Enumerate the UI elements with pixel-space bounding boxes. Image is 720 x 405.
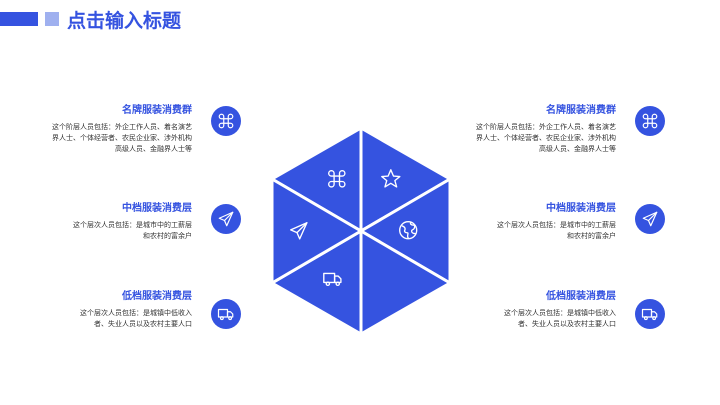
card-title[interactable]: 名牌服装消费群 bbox=[122, 105, 192, 116]
right-card-3: 低档服装消费层 这个层次人员包括：是城镇中低收入者、失业人员以及农村主要人口 bbox=[494, 287, 616, 330]
header-accent-square bbox=[45, 12, 59, 26]
card-description[interactable]: 这个层次人员包括：是城市中的工薪层和农村的富余户 bbox=[497, 221, 616, 240]
truck-icon bbox=[635, 299, 665, 329]
left-card-1: 名牌服装消费群 这个阶层人员包括：外企工作人员、着名演艺界人士、个体经营者、农民… bbox=[50, 101, 192, 155]
paper-plane-icon bbox=[290, 222, 308, 240]
right-card-1: 名牌服装消费群 这个阶层人员包括：外企工作人员、着名演艺界人士、个体经营者、农民… bbox=[474, 101, 616, 155]
truck-icon bbox=[323, 272, 342, 287]
card-title[interactable]: 名牌服装消费群 bbox=[546, 105, 616, 116]
hexagon-diagram bbox=[270, 128, 452, 334]
truck-icon bbox=[211, 299, 241, 329]
left-card-2: 中档服装消费层 这个层次人员包括：是城市中的工薪层和农村的富余户 bbox=[70, 199, 192, 242]
card-description[interactable]: 这个阶层人员包括：外企工作人员、着名演艺界人士、个体经营者、农民企业家、涉外机构… bbox=[476, 123, 616, 153]
paper-plane-icon bbox=[635, 204, 665, 234]
right-card-2: 中档服装消费层 这个层次人员包括：是城市中的工薪层和农村的富余户 bbox=[494, 199, 616, 242]
card-title[interactable]: 低档服装消费层 bbox=[122, 291, 192, 302]
page-title[interactable]: 点击输入标题 bbox=[67, 10, 182, 32]
command-icon bbox=[635, 106, 665, 136]
command-icon bbox=[328, 170, 346, 188]
header-accent-bar bbox=[0, 12, 38, 26]
card-description[interactable]: 这个层次人员包括：是城市中的工薪层和农村的富余户 bbox=[73, 221, 192, 240]
card-title[interactable]: 中档服装消费层 bbox=[122, 203, 192, 214]
paper-plane-icon bbox=[211, 204, 241, 234]
card-title[interactable]: 低档服装消费层 bbox=[546, 291, 616, 302]
globe-icon bbox=[399, 221, 418, 240]
hexagon-segment-6[interactable] bbox=[270, 177, 363, 285]
card-description[interactable]: 这个层次人员包括：是城镇中低收入者、失业人员以及农村主要人口 bbox=[504, 309, 616, 328]
card-description[interactable]: 这个阶层人员包括：外企工作人员、着名演艺界人士、个体经营者、农民企业家、涉外机构… bbox=[52, 123, 192, 153]
command-icon bbox=[211, 106, 241, 136]
card-title[interactable]: 中档服装消费层 bbox=[546, 203, 616, 214]
left-card-3: 低档服装消费层 这个层次人员包括：是城镇中低收入者、失业人员以及农村主要人口 bbox=[70, 287, 192, 330]
card-description[interactable]: 这个层次人员包括：是城镇中低收入者、失业人员以及农村主要人口 bbox=[80, 309, 192, 328]
star-icon bbox=[381, 169, 401, 188]
